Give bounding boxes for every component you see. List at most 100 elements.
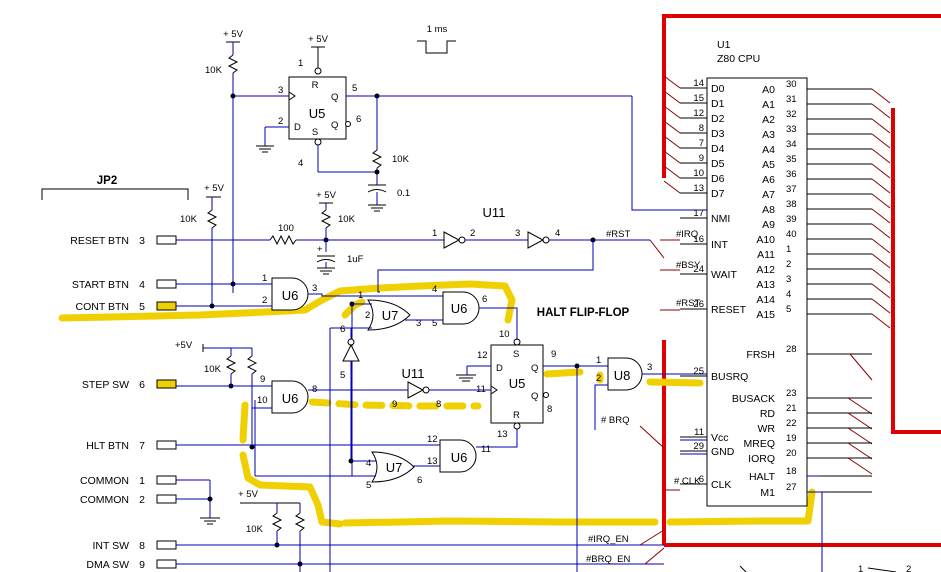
cpu-pin-name: MREQ [744,438,776,450]
u7a-or-gate: U7 1 2 3 [329,290,421,572]
pin-socket [156,475,177,485]
svg-text:6: 6 [417,475,422,486]
cpu-pin-number: 28 [786,344,797,355]
svg-text:9: 9 [392,399,397,410]
svg-text:100: 100 [278,223,294,234]
cpu-pin-name: A7 [762,189,775,201]
cpu-pin-name: D7 [711,188,725,200]
svg-text:Q: Q [331,120,338,131]
u11-step-inverter: U11 9 8 [308,366,491,410]
svg-text:9: 9 [260,374,265,385]
svg-text:1: 1 [298,58,303,69]
cpu-pin-name: A8 [762,204,775,216]
svg-text:0.1: 0.1 [397,188,410,199]
z80-cpu: U1 Z80 CPU D014D115D212D38D47D59D610D713… [660,39,891,572]
svg-text:10K: 10K [204,364,222,375]
pin-socket [156,279,177,289]
svg-text:6: 6 [340,324,345,335]
cpu-pin-number: 15 [693,93,704,104]
svg-text:U11: U11 [402,366,425,381]
cpu-pin-number: 12 [693,108,704,119]
cpu-pin-name: A13 [756,279,775,291]
jp2-pin-number: 4 [139,279,145,291]
svg-text:R: R [513,410,520,421]
jp2-pin-label: HLT BTN [86,440,129,452]
svg-text:Z80 CPU: Z80 CPU [717,53,760,65]
cpu-pin-number: 26 [693,299,704,310]
cpu-pin-number: 7 [699,138,704,149]
cpu-pin-number: 29 [693,441,704,452]
cpu-pin-name: IORQ [748,453,775,465]
cpu-pin-number: 30 [786,79,797,90]
svg-text:U11: U11 [483,205,506,220]
svg-text:#IRQ_EN: #IRQ_EN [588,534,629,545]
u7b-or-gate: U7 4 5 6 [254,400,422,491]
svg-text:1: 1 [432,228,437,239]
svg-text:+5V: +5V [175,340,193,351]
cpu-pin-name: A6 [762,174,775,186]
svg-text:2: 2 [596,373,601,384]
jp2-pin-number: 1 [139,475,145,487]
svg-text:1 ms: 1 ms [427,24,448,35]
svg-text:+: + [317,244,323,255]
svg-text:9: 9 [551,349,556,360]
cpu-pin-name: D0 [711,83,725,95]
cpu-pin-number: 22 [786,418,797,429]
svg-text:3: 3 [647,362,652,373]
u11-inverter-vertical: 6 5 [340,324,360,464]
jp2-pin-label: STEP SW [82,379,129,391]
svg-text:+ 5V: + 5V [223,29,243,40]
cpu-pin-name: A2 [762,114,775,126]
halt-flipflop-title: HALT FLIP-FLOP [537,307,630,319]
cpu-pin-name: A9 [762,219,775,231]
svg-text:#RST: #RST [676,298,700,309]
svg-text:12: 12 [477,350,488,361]
svg-text:+ 5V: + 5V [316,190,336,201]
cpu-pin-name: Vcc [711,432,729,444]
jp2-pin-number: 2 [139,494,145,506]
cpu-pin-name: A0 [762,84,775,96]
svg-text:+ 5V: + 5V [238,489,258,500]
cpu-pin-number: 17 [693,208,704,219]
cpu-pin-name: INT [711,239,729,251]
cpu-pin-number: 9 [699,153,704,164]
svg-text:+ 5V: + 5V [204,183,224,194]
cpu-pin-number: 21 [786,403,797,414]
svg-text:10K: 10K [392,154,410,165]
cpu-pin-number: 31 [786,94,797,105]
pin-socket [156,494,177,504]
cpu-pin-name: WAIT [711,269,737,281]
cpu-pin-number: 16 [693,234,704,245]
bottom-nets: #IRQ_EN #BRQ_EN 1 2 [176,529,911,572]
cpu-pin-name: A10 [756,234,775,246]
svg-text:U5: U5 [309,106,326,121]
jp2-pin-label: DMA SW [86,559,129,571]
svg-text:# BRQ: # BRQ [601,415,630,426]
jp2-pin-label: COMMON [80,475,129,487]
cpu-pin-number: 4 [786,289,791,300]
svg-text:1: 1 [858,564,863,572]
cpu-pin-number: 8 [699,123,704,134]
cpu-pin-number: 1 [786,244,791,255]
cpu-pin-number: 14 [693,78,704,89]
cpu-pin-name: A15 [756,309,775,321]
svg-text:Q: Q [531,391,538,402]
svg-text:4: 4 [298,158,303,169]
